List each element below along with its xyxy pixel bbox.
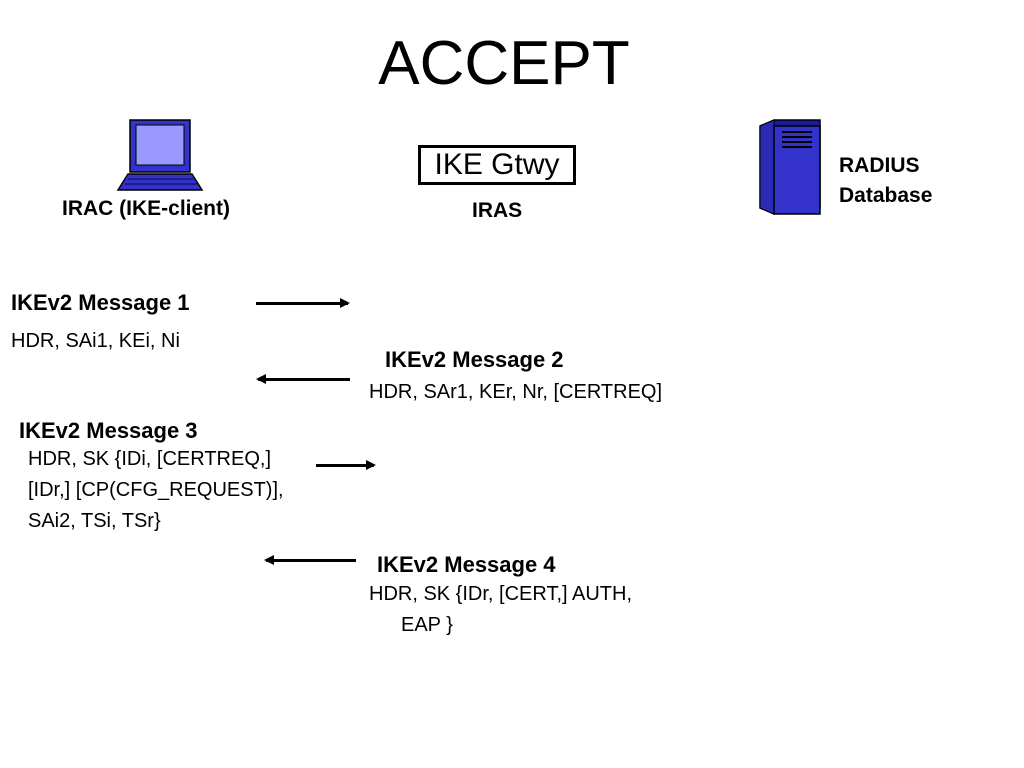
message-2-body: HDR, SAr1, KEr, Nr, [CERTREQ] <box>369 381 663 403</box>
message-3-title: IKEv2 Message 3 <box>19 418 198 443</box>
message-4-title: IKEv2 Message 4 <box>377 552 556 577</box>
client-label: IRAC (IKE-client) <box>62 197 230 220</box>
radius-label-line2: Database <box>839 184 933 207</box>
message-4-body-line1: HDR, SK {IDr, [CERT,] AUTH, <box>369 583 633 605</box>
radius-label-line1: RADIUS <box>839 154 920 177</box>
message-2-title: IKEv2 Message 2 <box>385 347 564 372</box>
message-3-body-line1: HDR, SK {IDi, [CERTREQ,] <box>28 448 272 470</box>
message-3-body-line3: SAi2, TSi, TSr} <box>28 510 161 532</box>
server-icon <box>759 119 821 215</box>
message-1-arrow <box>256 298 350 308</box>
message-4-body-line2: EAP } <box>401 614 453 636</box>
message-1-body: HDR, SAi1, KEi, Ni <box>11 330 180 352</box>
message-4-arrow <box>264 555 356 565</box>
laptop-icon <box>116 119 204 191</box>
message-3-body-line2: [IDr,] [CP(CFG_REQUEST)], <box>28 479 284 501</box>
message-1-title: IKEv2 Message 1 <box>11 290 190 315</box>
gateway-label: IRAS <box>472 199 523 222</box>
gateway-box: IKE Gtwy <box>418 145 576 185</box>
message-2-arrow <box>256 374 350 384</box>
page-title: ACCEPT <box>378 29 630 98</box>
message-3-arrow <box>316 460 376 470</box>
